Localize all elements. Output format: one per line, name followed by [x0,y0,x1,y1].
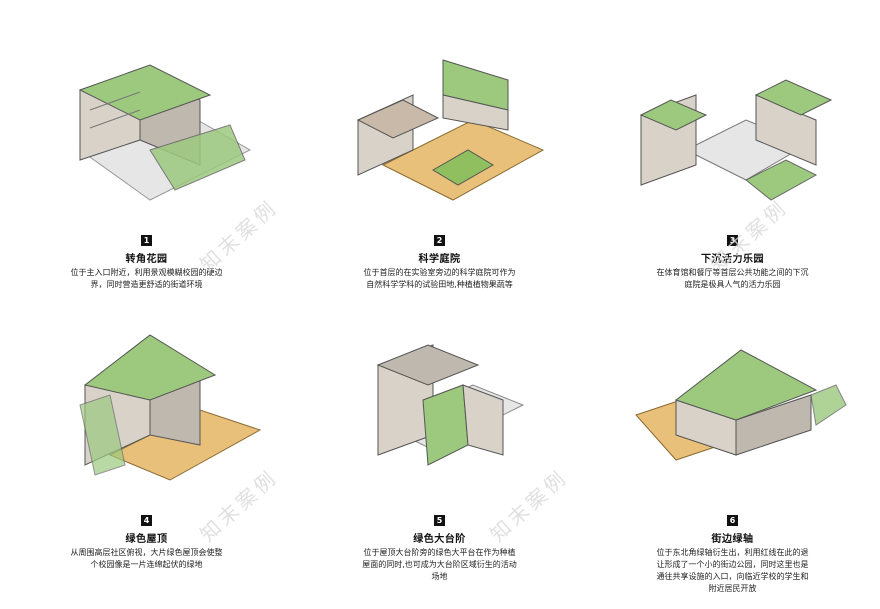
item-description: 位于主入口附近，利用景观模糊校园的硬边 界，同时营造更舒适的街道环境 [0,267,293,291]
diagram-cell-4: 4 绿色屋顶 从周围高层社区俯视，大片绿色屋顶会使整 个校园像是一片连绵起伏的绿… [0,305,293,605]
description-line: 界，同时营造更舒适的街道环境 [90,280,203,289]
description-line: 场地 [431,572,448,581]
description-line: 附近居民开放 [708,584,757,593]
description-line: 个校园像是一片连绵起伏的绿地 [90,560,203,569]
item-description: 位于首层的在实验室旁边的科学庭院可作为 自然科学学科的试验田地,种植植物果蔬等 [293,267,586,291]
item-title: 转角花园 [125,254,168,265]
diagram-cell-3: 3 下沉活力乐园 在体育馆和餐厅等首层公共功能之间的下沉 庭院是极具人气的活力乐… [586,0,879,300]
building-wall [442,94,509,131]
garden-landscape [149,124,246,191]
item-description: 位于东北角绿轴衍生出，利用红线在此的退 让形成了一个小的街边公园，同时这里也是 … [586,547,879,595]
green-landscape [745,159,818,201]
description-line: 让形成了一个小的街边公园，同时这里也是 [656,560,809,569]
caption-1: 1 转角花园 位于主入口附近，利用景观模糊校园的硬边 界，同时营造更舒适的街道环… [0,228,293,291]
building-roof [356,99,440,139]
item-title: 绿色大台阶 [413,534,466,545]
description-line: 通往共享设施的入口，向临近学校的学生和 [656,572,809,581]
item-number: 2 [434,235,445,246]
item-number: 5 [434,515,445,526]
description-line: 从周围高层社区俯视，大片绿色屋顶会使整 [70,548,223,557]
building-wall-side [735,394,812,456]
item-title: 下沉活力乐园 [701,254,764,265]
description-line: 屋面的同时,也可成为大台阶区域衍生的活动 [362,560,517,569]
green-roof [83,334,217,401]
description-line: 位于首层的在实验室旁边的科学庭院可作为 [363,268,516,277]
floor-line [89,91,141,111]
description-line: 自然科学学科的试验田地,种植植物果蔬等 [366,280,513,289]
green-roof [639,99,708,131]
building-wall-side [462,384,504,456]
floor-line [89,109,141,129]
item-number: 1 [141,235,152,246]
description-line: 位于屋顶大台阶旁的绿色大平台在作为种植 [363,548,516,557]
diagram-cell-6: 6 街边绿轴 位于东北角绿轴衍生出，利用红线在此的退 让形成了一个小的街边公园，… [586,305,879,605]
item-number: 3 [727,235,738,246]
description-line: 庭院是极具人气的活力乐园 [684,280,781,289]
item-title: 绿色屋顶 [125,534,168,545]
description-line: 在体育馆和餐厅等首层公共功能之间的下沉 [656,268,809,277]
stepped-roof [376,344,480,386]
axonometric-drawing-corner-garden [78,64,252,201]
green-roof [78,64,212,121]
description-line: 位于东北角绿轴衍生出，利用红线在此的退 [656,548,809,557]
science-field [432,149,494,186]
axonometric-drawing-sunken-park [639,79,833,201]
axonometric-drawing-street-green-axis [635,349,847,461]
item-description: 位于屋顶大台阶旁的绿色大平台在作为种植 屋面的同时,也可成为大台阶区域衍生的活动… [293,547,586,583]
item-number: 4 [141,515,152,526]
green-landscape [79,394,126,476]
axonometric-drawing-green-steps [376,344,525,466]
diagram-cell-5: 5 绿色大台阶 位于屋顶大台阶旁的绿色大平台在作为种植 屋面的同时,也可成为大台… [293,305,586,605]
item-description: 从周围高层社区俯视，大片绿色屋顶会使整 个校园像是一片连绵起伏的绿地 [0,547,293,571]
axonometric-drawing-science-courtyard [356,59,545,201]
item-number: 6 [727,515,738,526]
green-axis [810,384,847,426]
caption-5: 5 绿色大台阶 位于屋顶大台阶旁的绿色大平台在作为种植 屋面的同时,也可成为大台… [293,508,586,583]
caption-2: 2 科学庭院 位于首层的在实验室旁边的科学庭院可作为 自然科学学科的试验田地,种… [293,228,586,291]
diagram-cell-2: 2 科学庭院 位于首层的在实验室旁边的科学庭院可作为 自然科学学科的试验田地,种… [293,0,586,300]
caption-4: 4 绿色屋顶 从周围高层社区俯视，大片绿色屋顶会使整 个校园像是一片连绵起伏的绿… [0,508,293,571]
diagram-cell-1: 1 转角花园 位于主入口附近，利用景观模糊校园的硬边 界，同时营造更舒适的街道环… [0,0,293,300]
item-title: 街边绿轴 [711,534,754,545]
green-roof [754,79,833,116]
item-title: 科学庭院 [418,254,461,265]
caption-6: 6 街边绿轴 位于东北角绿轴衍生出，利用红线在此的退 让形成了一个小的街边公园，… [586,508,879,595]
green-platform [422,384,469,466]
caption-3: 3 下沉活力乐园 在体育馆和餐厅等首层公共功能之间的下沉 庭院是极具人气的活力乐… [586,228,879,291]
green-roof [674,349,818,421]
item-description: 在体育馆和餐厅等首层公共功能之间的下沉 庭院是极具人气的活力乐园 [586,267,879,291]
description-line: 位于主入口附近，利用景观模糊校园的硬边 [70,268,223,277]
axonometric-drawing-green-roof [79,334,262,481]
